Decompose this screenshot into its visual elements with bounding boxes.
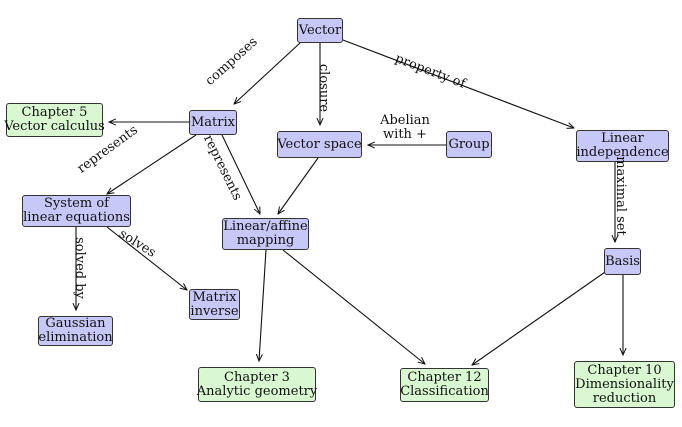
node-label-line: Vector	[298, 22, 342, 38]
node-label-line: Chapter 12	[407, 370, 482, 385]
node-label-line: Matrix	[192, 289, 237, 305]
node-label-line: reduction	[592, 390, 657, 406]
node-label-line: inverse	[190, 303, 239, 319]
concept-node-vector-space: Vector space	[277, 131, 362, 158]
edge-label-solved-by: solved by	[72, 237, 87, 299]
node-label-line: independence	[576, 145, 669, 160]
edge-vector-space-to-linear-affine	[278, 157, 319, 214]
edge-matrix-to-system-linear-eq	[107, 134, 197, 194]
node-label-line: System of	[44, 196, 109, 211]
edge-label-abelian-with-plus: Abelian with +	[380, 113, 430, 142]
edge-linear-affine-to-ch3	[259, 249, 267, 361]
node-label-line: Chapter 5	[21, 105, 88, 120]
node-label-line: Linear/affine	[223, 219, 308, 234]
edge-linear-affine-to-ch12	[282, 249, 425, 364]
concept-node-basis: Basis	[604, 248, 641, 275]
edge-basis-to-ch12	[472, 269, 609, 365]
concept-node-vector: Vector	[297, 18, 343, 43]
node-label-line: Group	[448, 136, 490, 152]
node-label-line: Gaussian	[45, 316, 106, 331]
node-label-line: Classification	[400, 384, 489, 399]
node-label-line: Linear	[601, 131, 644, 146]
node-label-line: Dimensionality	[575, 376, 674, 392]
node-label-line: Analytic geometry	[196, 383, 318, 399]
node-label-line: Matrix	[191, 114, 235, 130]
node-label-line: Vector calculus	[4, 119, 105, 134]
node-label-line: Basis	[605, 253, 640, 269]
edge-label-closure: closure	[316, 63, 331, 113]
node-label-line: elimination	[38, 330, 113, 345]
node-label-line: Chapter 10	[587, 362, 662, 378]
concept-node-group: Group	[446, 131, 492, 158]
edge-matrix-to-linear-affine	[221, 134, 260, 214]
edge-label-maximal-set: maximal set	[613, 156, 628, 236]
edge-system-linear-eq-to-matrix-inverse	[106, 226, 187, 290]
edge-vector-to-matrix	[234, 42, 301, 104]
node-label-line: Vector space	[277, 136, 362, 152]
node-label-line: Chapter 3	[224, 369, 290, 385]
node-label-line: mapping	[236, 233, 295, 248]
concept-node-matrix: Matrix	[189, 110, 237, 135]
node-label-line: linear equations	[23, 210, 130, 225]
edge-vector-to-linear-independence	[342, 39, 574, 128]
